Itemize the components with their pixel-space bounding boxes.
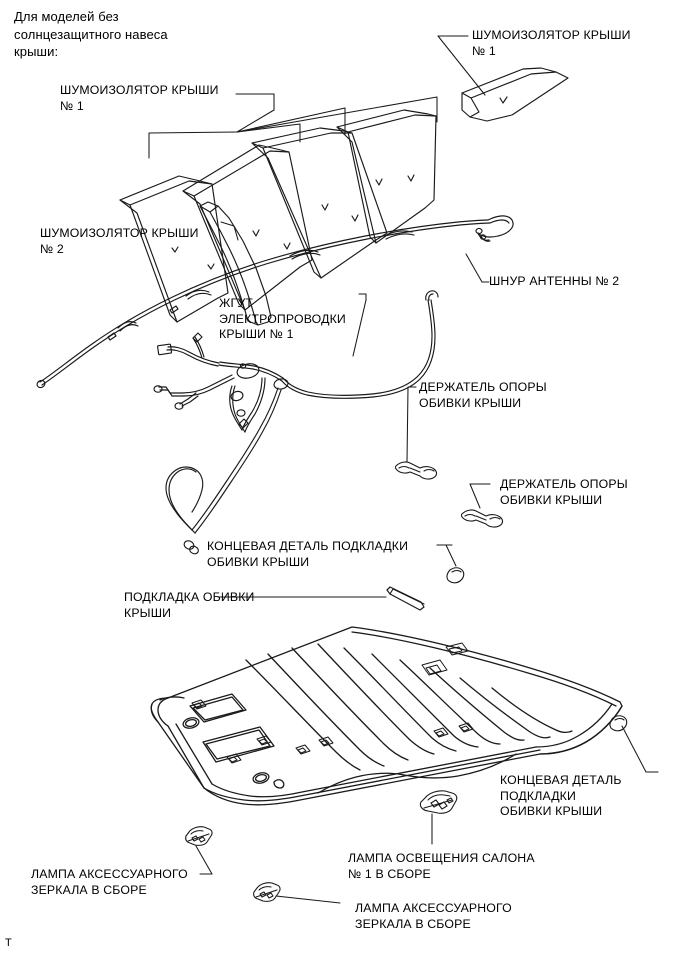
- leader-roof-insulator-1-left: [235, 93, 275, 111]
- vanity-lamp-left-assembly: [185, 826, 213, 846]
- label-vanity-lamp-left: ЛАМПА АКСЕССУАРНОГО ЗЕРКАЛА В СБОРЕ: [31, 867, 188, 897]
- label-pad-end-piece-right: КОНЦЕВАЯ ДЕТАЛЬ ПОДКЛАДКИ ОБИВКИ КРЫШИ: [500, 773, 622, 818]
- leader-roof-insulator-no2: [220, 221, 239, 241]
- bracket-roof-insulator-1-group: [148, 96, 438, 159]
- roof-headlining-assembly: [150, 626, 623, 806]
- label-pad-end-piece-top: КОНЦЕВАЯ ДЕТАЛЬ ПОДКЛАДКИ ОБИВКИ КРЫШИ: [207, 539, 409, 569]
- footer-mark: T: [5, 937, 12, 949]
- roof-wire-harness-no1: [153, 290, 439, 555]
- roof-insulator-no2: [199, 201, 272, 326]
- leader-vanity-lamp-left: [195, 845, 213, 875]
- intro-note: Для моделей без солнцезащитного навеса к…: [14, 9, 168, 59]
- roof-insulator-no1-panel: [336, 109, 437, 244]
- label-roof-wire-harness-no1: ЖГУТ ЭЛЕКТРОПРОВОДКИ КРЫШИ № 1: [219, 296, 346, 341]
- leader-antenna-cord: [465, 253, 490, 283]
- antenna-cord-no2: [36, 215, 514, 389]
- leader-pad-end-right: [621, 725, 659, 773]
- label-roof-headlining-pad: ПОДКЛАДКА ОБИВКИ КРЫШИ: [124, 590, 255, 620]
- leader-support-retainer-bottom: [469, 483, 491, 509]
- vanity-lamp-right-assembly: [253, 882, 281, 902]
- headlining-support-retainer-bottom: [460, 509, 504, 528]
- roof-insulator-no1-panel: [182, 144, 313, 311]
- leader-pad-end-top: [436, 544, 457, 567]
- headlining-support-retainer-top: [394, 461, 438, 480]
- label-support-retainer-bottom: ДЕРЖАТЕЛЬ ОПОРЫ ОБИВКИ КРЫШИ: [500, 477, 628, 507]
- label-antenna-cord-no2: ШНУР АНТЕННЫ № 2: [489, 274, 620, 288]
- label-roof-insulator-no2: ШУМОИЗОЛЯТОР КРЫШИ № 2: [40, 226, 199, 256]
- label-roof-insulator-no1-right: ШУМОИЗОЛЯТОР КРЫШИ № 1: [472, 28, 631, 58]
- leader-roof-wire-harness: [352, 293, 367, 357]
- interior-lamp-no1-assembly: [419, 790, 458, 814]
- roof-headlining-pad-end-piece-right: [609, 715, 628, 732]
- label-support-retainer-top: ДЕРЖАТЕЛЬ ОПОРЫ ОБИВКИ КРЫШИ: [419, 380, 547, 410]
- leader-roof-insulator-1-right: [437, 35, 486, 96]
- leader-support-retainer-top: [406, 386, 417, 463]
- label-roof-insulator-no1-left: ШУМОИЗОЛЯТОР КРЫШИ № 1: [60, 83, 219, 113]
- roof-insulator-no1-detached: [461, 67, 569, 122]
- label-interior-lamp-no1: ЛАМПА ОСВЕЩЕНИЯ САЛОНА № 1 В СБОРЕ: [348, 851, 535, 881]
- roof-headlining-pad-end-piece-top: [446, 567, 465, 584]
- roof-insulator-no1-panel: [119, 175, 229, 323]
- leader-vanity-lamp-right: [275, 895, 341, 904]
- roof-insulator-no1-panel: [251, 127, 388, 279]
- label-vanity-lamp-right: ЛАМПА АКСЕССУАРНОГО ЗЕРКАЛА В СБОРЕ: [355, 901, 512, 931]
- roof-headlining-pad-strip: [386, 586, 425, 611]
